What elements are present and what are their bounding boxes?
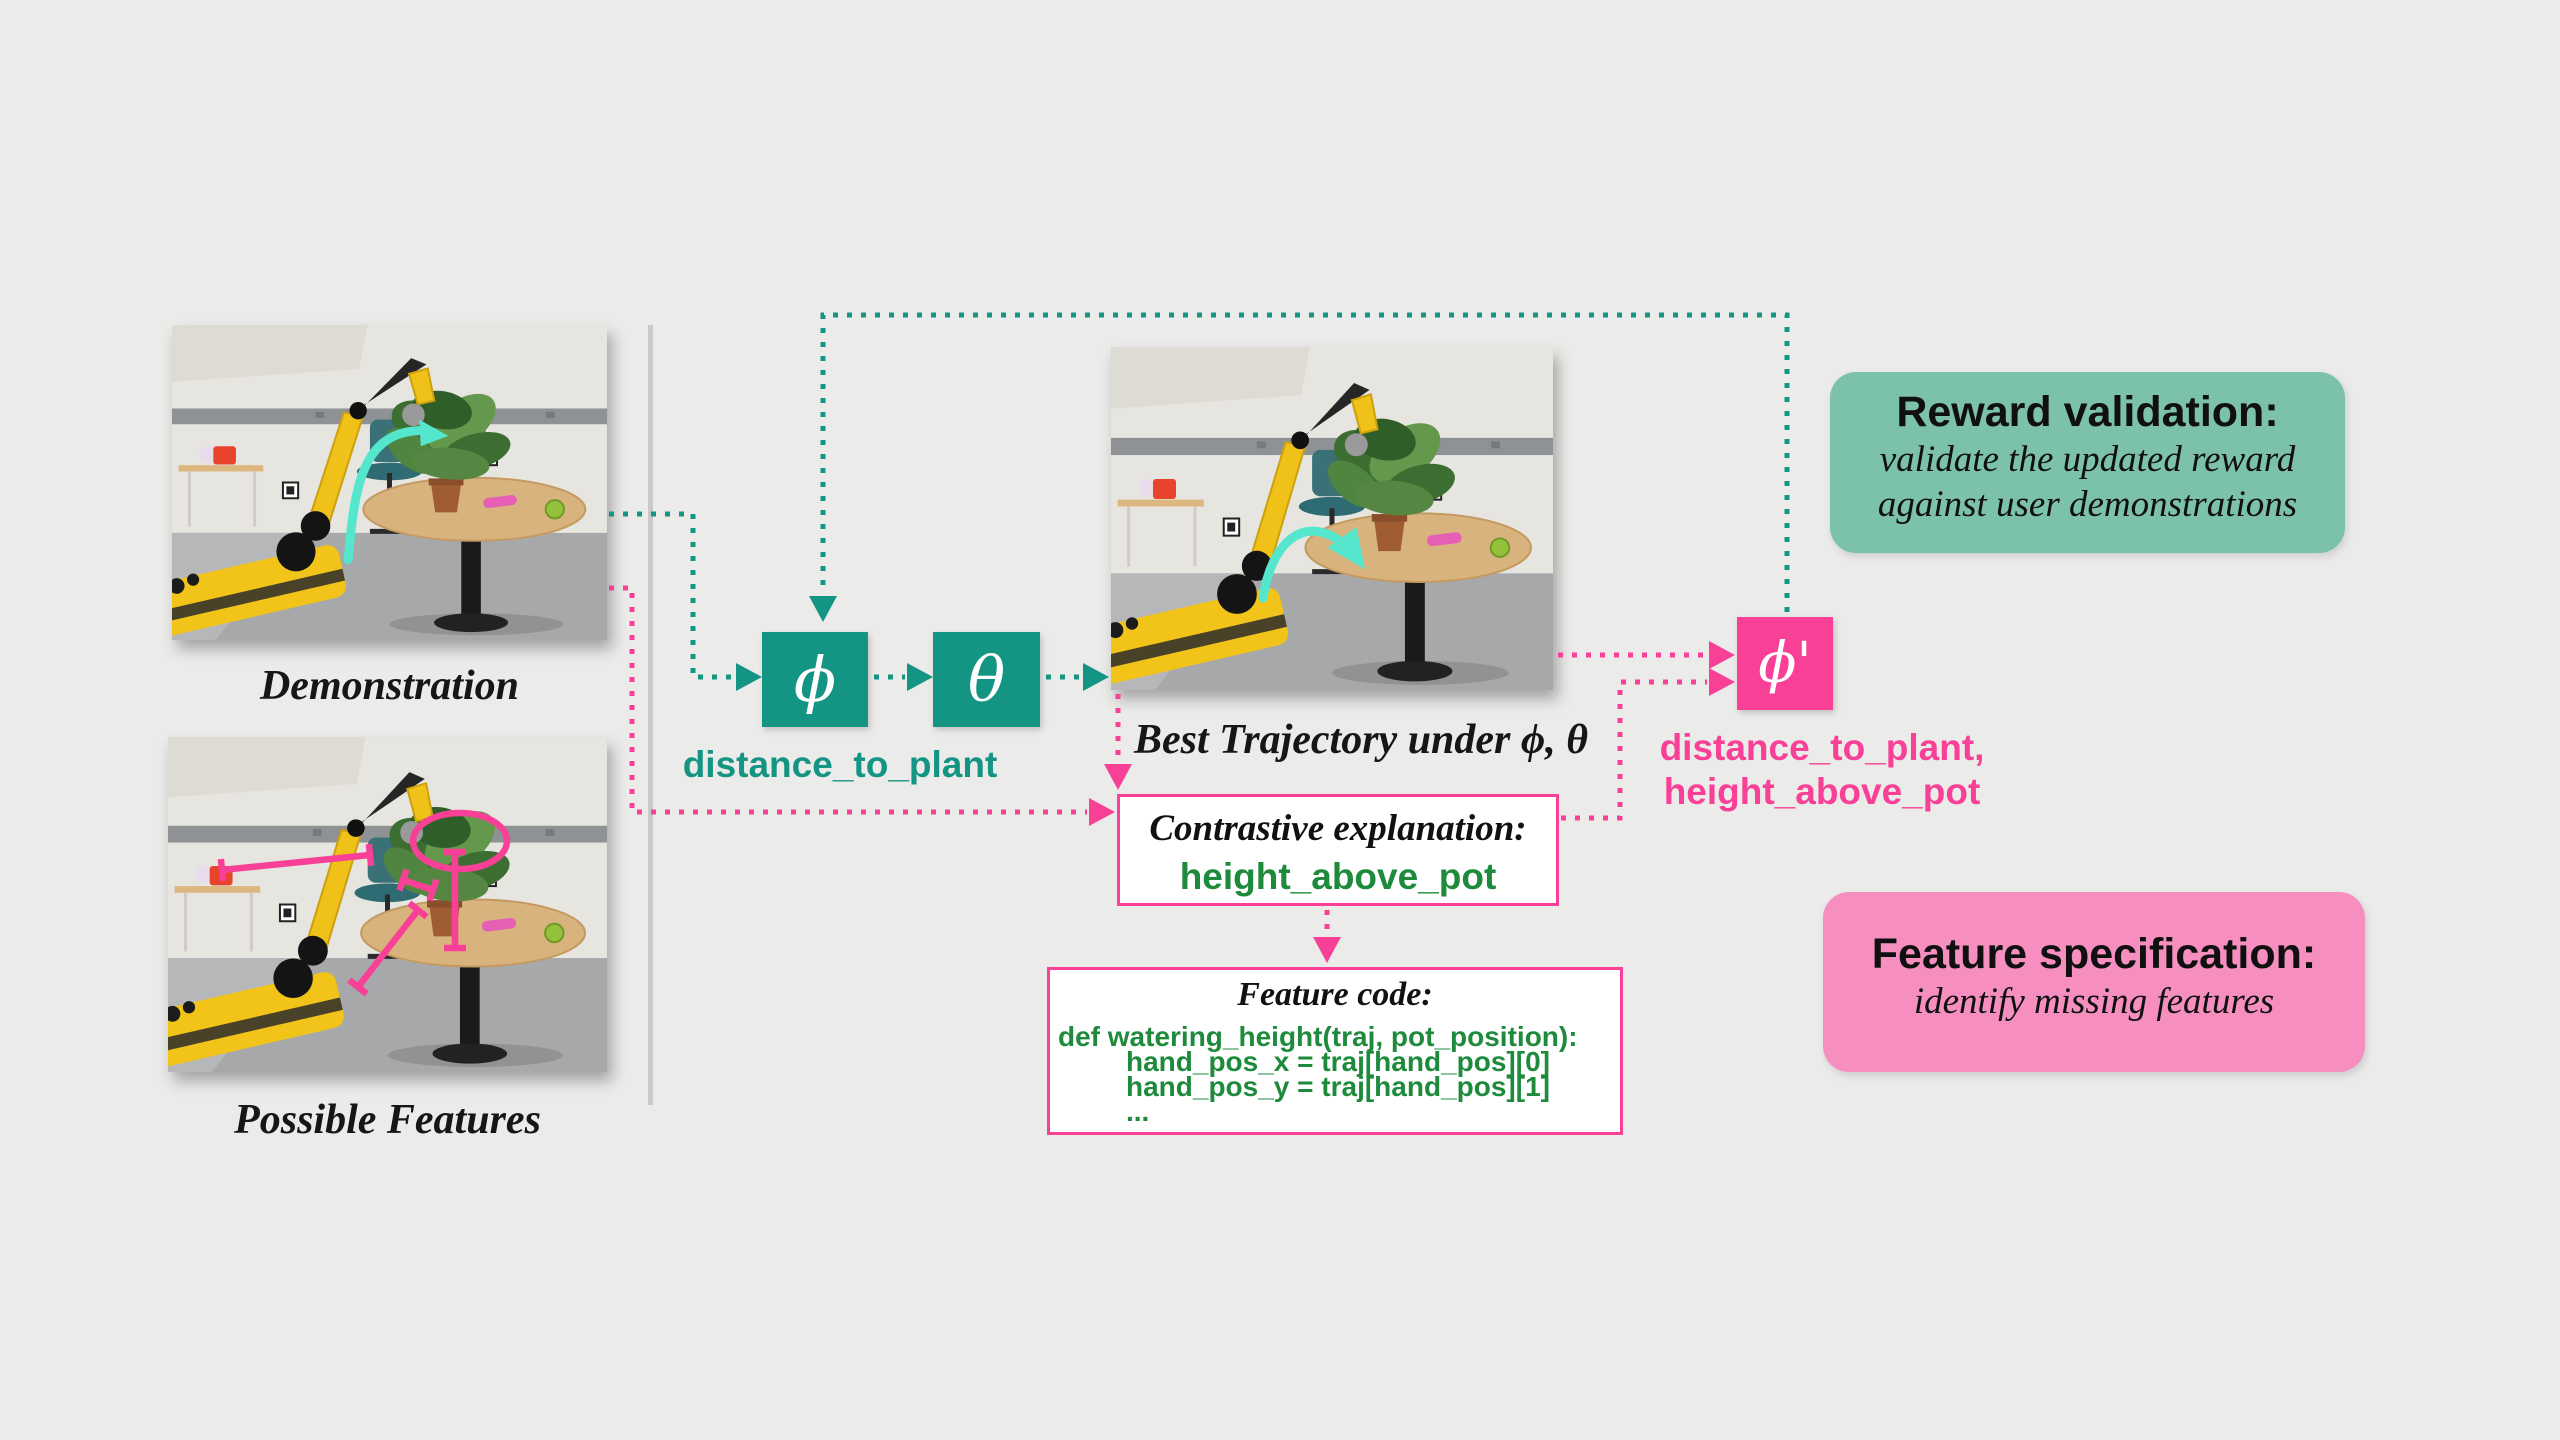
phi-node: ϕ [762, 632, 868, 727]
best-trajectory-photo [1111, 347, 1553, 690]
possible-features-caption: Possible Features [234, 1097, 541, 1143]
feature-code-title: Feature code: [1237, 976, 1433, 1013]
feature-code-line: hand_pos_x = traj[hand_pos][0] [1126, 1046, 1550, 1077]
feature-code-line: def watering_height(traj, pot_position): [1058, 1021, 1578, 1052]
reward-validation-subtitle1: validate the updated reward [1879, 439, 2296, 480]
possible-features-scene [168, 737, 607, 1072]
demonstration-photo [172, 325, 607, 640]
initial-feature-label: distance_to_plant [682, 744, 998, 785]
feature-code-line: hand_pos_y = traj[hand_pos][1] [1126, 1071, 1550, 1102]
demonstration-scene [172, 325, 607, 640]
reward-validation-title: Reward validation: [1896, 388, 2279, 436]
reward-validation-callout: Reward validation: validate the updated … [1830, 372, 2345, 553]
feature-specification-subtitle1: identify missing features [1913, 981, 2275, 1022]
feature-code-box: Feature code: def watering_height(traj, … [1047, 967, 1623, 1135]
demonstration-caption: Demonstration [259, 663, 520, 709]
reward-validation-subtitle2: against user demonstrations [1877, 484, 2298, 525]
updated-feature-line1: distance_to_plant, [1659, 727, 1985, 768]
best-trajectory-caption: Best Trajectory under ϕ, θ [1133, 717, 1589, 763]
feature-specification-title: Feature specification: [1871, 930, 2317, 978]
contrastive-explanation-box: Contrastive explanation: height_above_po… [1117, 794, 1559, 906]
feature-specification-callout: Feature specification: identify missing … [1823, 892, 2365, 1072]
updated-feature-label: distance_to_plant, height_above_pot [1612, 726, 2032, 814]
theta-node: θ [933, 632, 1040, 727]
contrastive-explanation-feature: height_above_pot [1179, 856, 1497, 897]
updated-feature-line2: height_above_pot [1663, 771, 1981, 812]
contrastive-explanation-title: Contrastive explanation: [1149, 808, 1527, 849]
feature-code-line: ... [1126, 1096, 1150, 1127]
best-trajectory-scene [1111, 347, 1553, 690]
vertical-divider [648, 325, 653, 1105]
phi-prime-node: ϕ' [1737, 617, 1833, 710]
possible-features-photo [168, 737, 607, 1072]
